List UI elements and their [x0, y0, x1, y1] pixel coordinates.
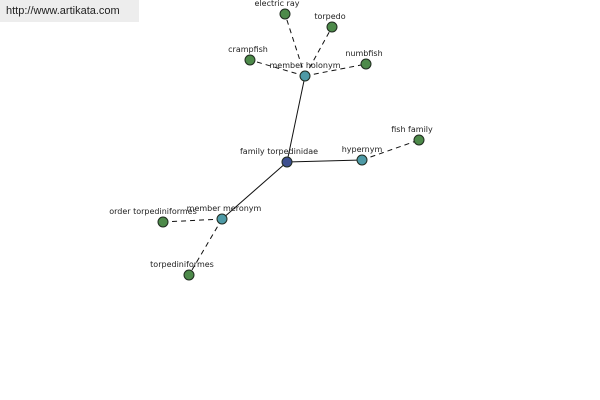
- node-label-hypernym: hypernym: [342, 145, 383, 154]
- edge-member-holonym-to-crampfish: [249, 59, 306, 77]
- edge-member-meronym-to-order-torpediniformes: [162, 218, 223, 223]
- edge-member-meronym-to-torpediniformes: [188, 218, 223, 276]
- node-torpediniformes[interactable]: torpediniformes: [150, 260, 214, 281]
- node-label-crampfish: crampfish: [228, 45, 268, 54]
- node-fish-family[interactable]: fish family: [391, 125, 433, 146]
- node-dot-order-torpediniformes[interactable]: [157, 216, 169, 228]
- node-torpedo[interactable]: torpedo: [314, 12, 346, 33]
- node-order-torpediniformes[interactable]: order torpediniformes: [109, 207, 197, 228]
- node-family-torpedinidae[interactable]: family torpedinidae: [240, 147, 318, 168]
- node-hypernym[interactable]: hypernym: [342, 145, 383, 166]
- node-dot-numbfish[interactable]: [360, 58, 372, 70]
- site-watermark: http://www.artikata.com: [0, 0, 139, 22]
- edge-hypernym-to-fish-family: [361, 139, 420, 161]
- node-label-numbfish: numbfish: [345, 49, 382, 58]
- node-dot-torpediniformes[interactable]: [183, 269, 195, 281]
- nodes-layer: family torpedinidae member holonym hyperny…: [109, 0, 433, 281]
- node-member-meronym[interactable]: member meronym: [187, 204, 262, 225]
- node-dot-member-meronym[interactable]: [216, 213, 228, 225]
- node-label-torpediniformes: torpediniformes: [150, 260, 214, 269]
- node-label-electric-ray: electric ray: [255, 0, 300, 8]
- node-dot-fish-family[interactable]: [413, 134, 425, 146]
- node-numbfish[interactable]: numbfish: [345, 49, 383, 70]
- edge-member-holonym-to-numbfish: [304, 63, 367, 77]
- node-label-member-holonym: member holonym: [269, 61, 340, 70]
- edge-family-torpedinidae-to-member-holonym: [286, 75, 306, 163]
- node-dot-member-holonym[interactable]: [299, 70, 311, 82]
- edge-member-holonym-to-torpedo: [304, 26, 333, 77]
- node-label-family-torpedinidae: family torpedinidae: [240, 147, 318, 156]
- edge-family-torpedinidae-to-hypernym: [286, 159, 363, 163]
- edge-member-holonym-to-electric-ray: [284, 13, 306, 77]
- node-dot-hypernym[interactable]: [356, 154, 368, 166]
- node-label-torpedo: torpedo: [314, 12, 345, 21]
- node-dot-family-torpedinidae[interactable]: [281, 156, 293, 168]
- node-member-holonym[interactable]: member holonym: [269, 61, 341, 82]
- node-dot-electric-ray[interactable]: [279, 8, 291, 20]
- node-crampfish[interactable]: crampfish: [228, 45, 268, 66]
- node-dot-crampfish[interactable]: [244, 54, 256, 66]
- node-label-fish-family: fish family: [391, 125, 433, 134]
- edge-family-torpedinidae-to-member-meronym: [221, 161, 288, 220]
- node-electric-ray[interactable]: electric ray: [255, 0, 300, 20]
- node-label-order-torpediniformes: order torpediniformes: [109, 207, 197, 216]
- node-dot-torpedo[interactable]: [326, 21, 338, 33]
- node-label-member-meronym: member meronym: [187, 204, 262, 213]
- edges-layer: [162, 13, 420, 276]
